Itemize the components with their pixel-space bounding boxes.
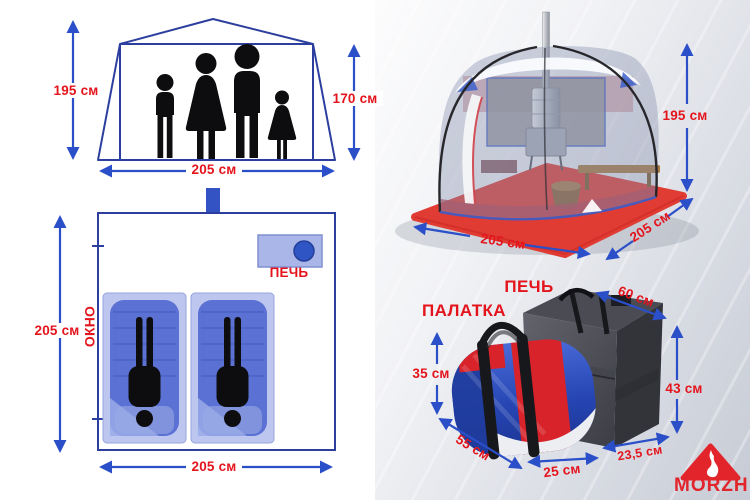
door-stripe xyxy=(462,94,482,204)
person-silhouette xyxy=(128,317,161,427)
sleeping-mat-right xyxy=(190,292,275,444)
tent-photo-dimension-arrows xyxy=(413,43,694,261)
bench xyxy=(578,165,660,190)
sauna-stove xyxy=(525,87,567,171)
figure-man xyxy=(234,44,260,158)
figure-boy xyxy=(156,74,174,158)
front-width-label: 205 см xyxy=(186,162,242,177)
stove-bag-height-label: 43 см xyxy=(665,381,703,396)
figure-woman xyxy=(185,53,227,159)
flame-icon xyxy=(707,450,719,478)
front-inner-height-label: 170 см xyxy=(327,91,383,106)
figure-girl xyxy=(267,90,297,159)
tent-bag xyxy=(448,322,601,462)
stool xyxy=(481,160,517,173)
right-panel xyxy=(395,11,741,481)
tent-bag-height-label: 35 см xyxy=(412,366,450,381)
skirt-logo-triangle xyxy=(582,199,602,213)
tent-mesh-dome xyxy=(438,46,659,219)
plan-side-label: 205 см xyxy=(29,323,85,338)
plan-width-label: 205 см xyxy=(186,459,242,474)
bag-dimension-arrows xyxy=(430,290,684,470)
photo-height-label: 195 см xyxy=(662,108,708,123)
left-panel xyxy=(53,18,361,474)
tent-frame-poles xyxy=(438,44,658,213)
plan-window-label: ОКНО xyxy=(81,305,98,348)
tent-bottom-trim xyxy=(439,195,657,221)
family-silhouette xyxy=(156,44,297,159)
person-silhouette xyxy=(216,317,249,427)
tent-photo xyxy=(395,11,699,258)
sleeping-mat-left xyxy=(102,292,187,444)
stove-bag-title: ПЕЧЬ xyxy=(504,277,554,296)
morzh-logo xyxy=(680,443,741,481)
tent-bag-title: ПАЛАТКА xyxy=(422,301,506,320)
stove-icon xyxy=(257,234,323,268)
brand-name: MORZH xyxy=(674,475,749,496)
plan-stove-label: ПЕЧЬ xyxy=(269,265,309,280)
tent-roof-cap xyxy=(455,57,641,93)
tent-interior xyxy=(441,11,660,218)
front-height-label: 195 см xyxy=(48,83,104,98)
